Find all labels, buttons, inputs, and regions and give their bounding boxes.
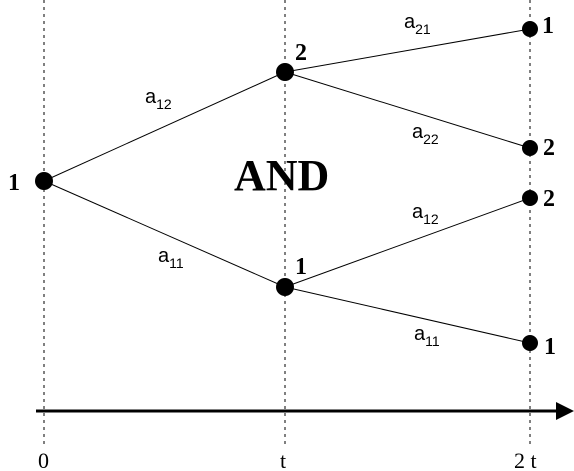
edge-root-to-mid-lower (43, 180, 286, 288)
node-leaf-2-label: 2 (543, 135, 555, 161)
node-leaf-4-label: 1 (544, 334, 556, 360)
edge-label-root-to-mid-upper: a12 (145, 86, 172, 112)
edge-label-base: a (414, 323, 426, 345)
edge-root-to-mid-upper (43, 71, 286, 182)
edge-label-base: a (158, 245, 170, 267)
edge-label-root-to-mid-lower: a11 (158, 245, 184, 271)
node-leaf-3-label: 2 (543, 186, 555, 212)
edge-label-mid-upper-to-leaf-2: a22 (412, 121, 439, 147)
edge-label-mid-lower-to-leaf-3: a12 (412, 201, 439, 227)
edge-label-subscript: 11 (169, 255, 184, 271)
node-leaf-2 (522, 140, 538, 156)
edge-label-base: a (412, 201, 424, 223)
node-mid-upper (276, 63, 294, 81)
edge-label-subscript: 21 (415, 21, 431, 37)
edge-label-base: a (412, 121, 424, 143)
node-root-label: 1 (8, 170, 20, 196)
edge-label-base: a (404, 11, 416, 33)
edge-mid-upper-to-leaf-1 (284, 28, 531, 73)
edge-label-mid-lower-to-leaf-4: a11 (414, 323, 440, 349)
axis-tick-label-2t: 2 t (514, 448, 537, 471)
edge-label-mid-upper-to-leaf-1: a21 (404, 11, 431, 37)
node-leaf-1 (522, 21, 538, 37)
center-label: AND (234, 151, 329, 200)
edge-mid-lower-to-leaf-4 (284, 286, 531, 344)
edge-label-base: a (145, 86, 157, 108)
edge-label-subscript: 12 (156, 96, 172, 112)
node-mid-lower (276, 278, 294, 296)
node-leaf-4 (522, 335, 538, 351)
node-leaf-3 (522, 190, 538, 206)
edge-mid-lower-to-leaf-3 (284, 197, 531, 288)
node-mid-lower-label: 1 (295, 254, 307, 280)
time-axis-arrow-icon (556, 402, 574, 420)
axis-tick-label-0: 0 (38, 448, 49, 471)
edge-label-subscript: 11 (425, 333, 440, 349)
edge-label-subscript: 22 (423, 131, 439, 147)
axis-tick-label-t: t (280, 448, 286, 471)
node-leaf-1-label: 1 (542, 13, 554, 39)
node-root (35, 172, 53, 190)
edge-label-subscript: 12 (423, 211, 439, 227)
node-mid-upper-label: 2 (295, 40, 307, 66)
edge-mid-upper-to-leaf-2 (284, 71, 531, 149)
